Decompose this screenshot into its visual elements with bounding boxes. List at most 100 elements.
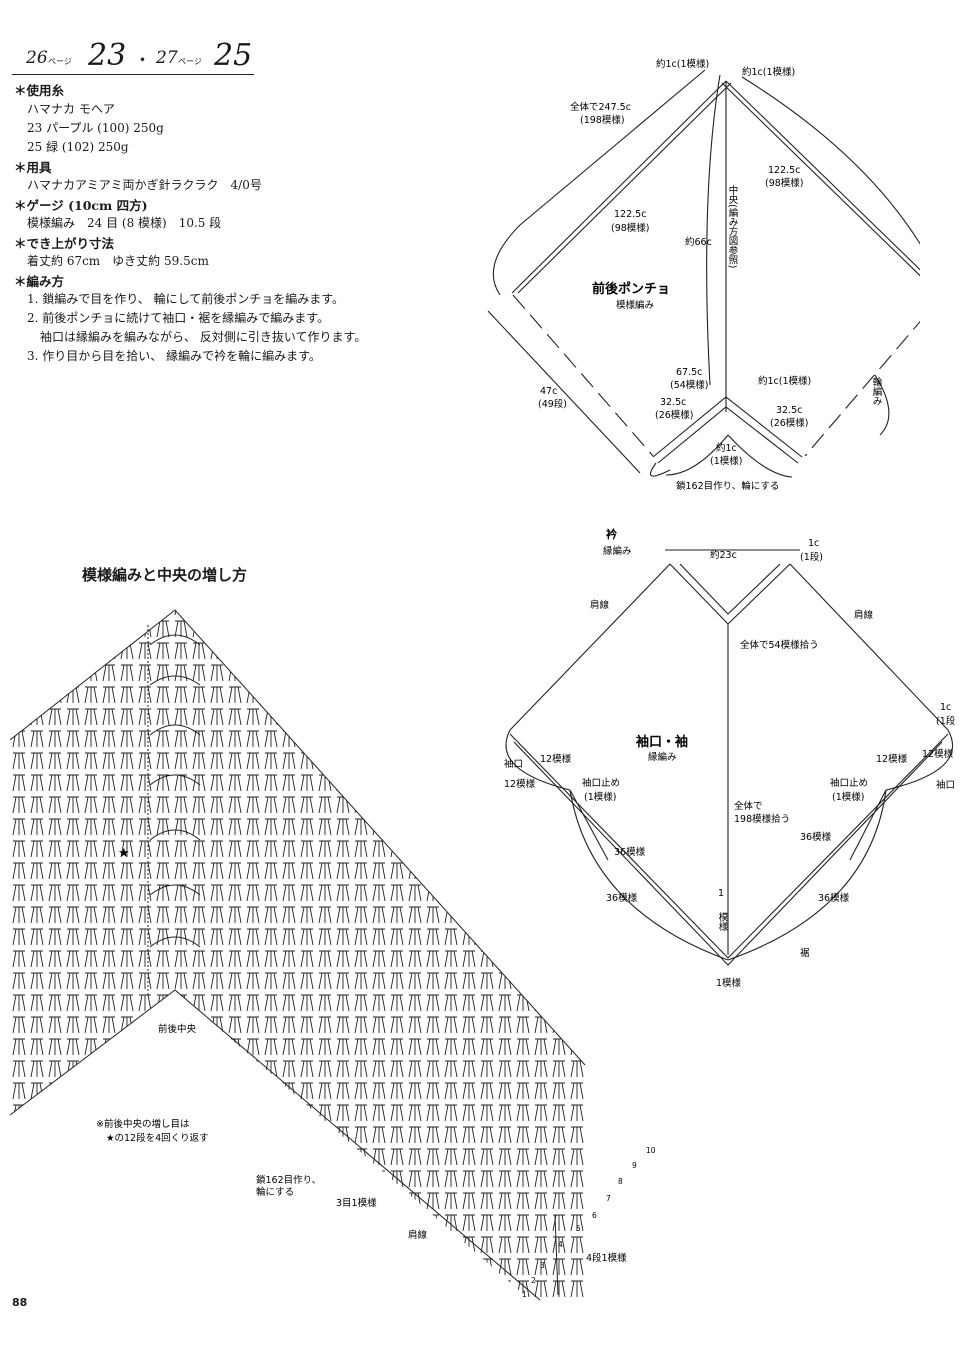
item-number-b: 25 bbox=[214, 38, 253, 73]
d1-br-b: (26模様) bbox=[770, 417, 809, 429]
tools-heading: ＊用具 bbox=[14, 160, 52, 175]
tools-text: ハマナカアミアミ両かぎ針ラクラク 4/0号 bbox=[27, 178, 262, 192]
page-label-b: ページ bbox=[178, 57, 202, 66]
step-2: 2. 前後ポンチョに続けて袖口・裾を縁編みで編みます。 bbox=[27, 311, 330, 325]
stop-left-b: (1模様) bbox=[584, 791, 616, 803]
right-36b: 36模様 bbox=[818, 892, 850, 904]
left-36b: 36模様 bbox=[606, 892, 638, 904]
pick-54: 全体で54模様拾う bbox=[740, 639, 819, 651]
left-12b: 12模様 bbox=[504, 778, 536, 790]
row-number: 9 bbox=[632, 1161, 637, 1170]
yarn-brand: ハマナカ モヘア bbox=[27, 102, 115, 116]
sleeve-subtitle: 縁編み bbox=[648, 751, 677, 763]
d1-rows-b: (49段) bbox=[538, 398, 567, 410]
d1-top-left: 約1c(1模様) bbox=[656, 58, 709, 70]
chart-top-edge bbox=[10, 609, 586, 1066]
collar-sleeve-diagram: 衿 縁編み 約23c 1c (1段) 肩線 肩線 全体で54模様拾う 袖口・袖 … bbox=[504, 527, 956, 989]
row-number: 2 bbox=[531, 1276, 536, 1285]
hem-v bbox=[509, 733, 949, 959]
row-number: 5 bbox=[576, 1224, 581, 1233]
d1-total-b: (198模様) bbox=[580, 114, 625, 126]
gauge-heading: ＊ゲージ (10cm 四方) bbox=[14, 198, 148, 213]
right-12a: 12模様 bbox=[876, 753, 908, 765]
d1-rows-a: 47c bbox=[540, 386, 557, 397]
row-number: 8 bbox=[618, 1177, 623, 1186]
d1-center-label: 中央(編み方図参照) bbox=[727, 184, 739, 268]
row-number-group: 1 2 3 4 5 6 7 8 9 10 11 12 13 14 bbox=[522, 1146, 655, 1299]
pick-198-a: 全体で bbox=[734, 800, 763, 812]
shoulder-left: 肩線 bbox=[590, 599, 610, 611]
d1-br-a: 32.5c bbox=[776, 405, 802, 416]
chart-bottom-edge bbox=[10, 989, 541, 1301]
collar-depth-b: (1段) bbox=[800, 551, 823, 563]
d1-title: 前後ポンチョ bbox=[592, 281, 670, 297]
row-number: 6 bbox=[592, 1211, 597, 1220]
bottom-1: 1模様 bbox=[716, 977, 742, 989]
step-1: 1. 鎖編みで目を作り、 輪にして前後ポンチョを編みます。 bbox=[27, 292, 345, 306]
d1-bottom-b: (54模様) bbox=[670, 379, 709, 391]
d1-right-b: (98模様) bbox=[765, 177, 804, 189]
d1-mid-bottom-a: 約1c bbox=[716, 442, 737, 454]
sleeve-left: 袖口 bbox=[504, 758, 523, 770]
pick-198-b: 198模様拾う bbox=[734, 813, 790, 825]
shoulder-line-left bbox=[509, 563, 671, 731]
d1-right-a: 122.5c bbox=[768, 165, 800, 176]
right-edge-a: 1c bbox=[940, 702, 951, 713]
sleeve-right: 袖口 bbox=[936, 779, 955, 791]
right-edge-b: (1段 bbox=[936, 715, 956, 727]
bottom-1b: 模様 bbox=[717, 911, 729, 931]
bottom-1a: 1 bbox=[718, 888, 724, 899]
shoulder-right: 肩線 bbox=[854, 609, 874, 621]
d1-subtitle: 模様編み bbox=[616, 299, 654, 311]
d1-bl-a: 32.5c bbox=[660, 397, 686, 408]
page-header: 26 ページ 23 ・ 27 ページ 25 bbox=[12, 38, 254, 75]
d1-mid-bottom-b: (1模様) bbox=[710, 455, 742, 467]
item-number-a: 23 bbox=[88, 38, 127, 73]
right-36a: 36模様 bbox=[800, 831, 832, 843]
row-number: 7 bbox=[606, 1194, 611, 1203]
front-back-center: 前後中央 bbox=[158, 1023, 197, 1035]
d1-left-a: 122.5c bbox=[614, 209, 646, 220]
stop-left-a: 袖口止め bbox=[582, 777, 620, 789]
chart-cast-on-a: 鎖162目作り、 bbox=[256, 1174, 321, 1186]
left-12a: 12模様 bbox=[540, 753, 572, 765]
collar-label: 衿 bbox=[606, 527, 617, 541]
collar-width: 約23c bbox=[710, 549, 737, 561]
dashed-edge-left bbox=[512, 294, 654, 457]
row-number: 3 bbox=[540, 1261, 545, 1270]
method-heading: ＊編み方 bbox=[14, 274, 65, 289]
yarn-heading: ＊使用糸 bbox=[14, 83, 65, 98]
collar-depth-a: 1c bbox=[808, 538, 819, 549]
right-12b: 12模様 bbox=[922, 748, 954, 760]
collar-sub: 縁編み bbox=[603, 545, 632, 557]
three-stitch: 3目1模様 bbox=[336, 1197, 377, 1209]
chart-shoulder: 肩線 bbox=[408, 1229, 428, 1241]
d1-round-knit: 輪編み bbox=[871, 376, 883, 405]
row-number: 10 bbox=[646, 1146, 655, 1155]
hem-label: 裾 bbox=[800, 947, 810, 959]
shoulder-line-right bbox=[789, 563, 949, 731]
bottom-v bbox=[652, 396, 803, 458]
crochet-chart: ★ 前後中央 ※前後中央の増し目は ★の12段を4回くり返す 鎖162目作り、 … bbox=[10, 609, 655, 1301]
stop-right-a: 袖口止め bbox=[830, 777, 868, 789]
yarn-23: 23 パープル (100) 250g bbox=[27, 121, 164, 135]
four-rows: 4段1模様 bbox=[586, 1252, 627, 1264]
d1-bottom-a: 67.5c bbox=[676, 367, 702, 378]
star-marker: ★ bbox=[118, 846, 130, 861]
d1-total-a: 全体で247.5c bbox=[570, 101, 631, 113]
d1-mid-right: 約1c(1模様) bbox=[758, 375, 811, 387]
poncho-diagram: 約1c(1模様) 約1c(1模様) 全体で247.5c (198模様) 122.… bbox=[487, 58, 920, 492]
note-a: ※前後中央の増し目は bbox=[96, 1118, 190, 1130]
d1-top-right: 約1c(1模様) bbox=[742, 66, 795, 78]
page-ref-b: 27 bbox=[156, 48, 178, 68]
sleeve-title: 袖口・袖 bbox=[636, 734, 688, 750]
size-text: 着丈約 67cm ゆき丈約 59.5cm bbox=[27, 254, 209, 268]
row-number: 4 bbox=[558, 1240, 563, 1249]
size-heading: ＊でき上がり寸法 bbox=[14, 236, 115, 251]
d1-cast-on: 鎖162目作り、輪にする bbox=[676, 480, 779, 492]
page-ref-a: 26 bbox=[26, 48, 48, 68]
step-3: 3. 作り目から目を拾い、 縁編みで衿を輪に編みます。 bbox=[27, 349, 321, 363]
d1-center-len: 約66c bbox=[685, 236, 712, 248]
d1-left-b: (98模様) bbox=[611, 222, 650, 234]
gauge-text: 模様編み 24 目 (8 模様) 10.5 段 bbox=[27, 216, 222, 230]
